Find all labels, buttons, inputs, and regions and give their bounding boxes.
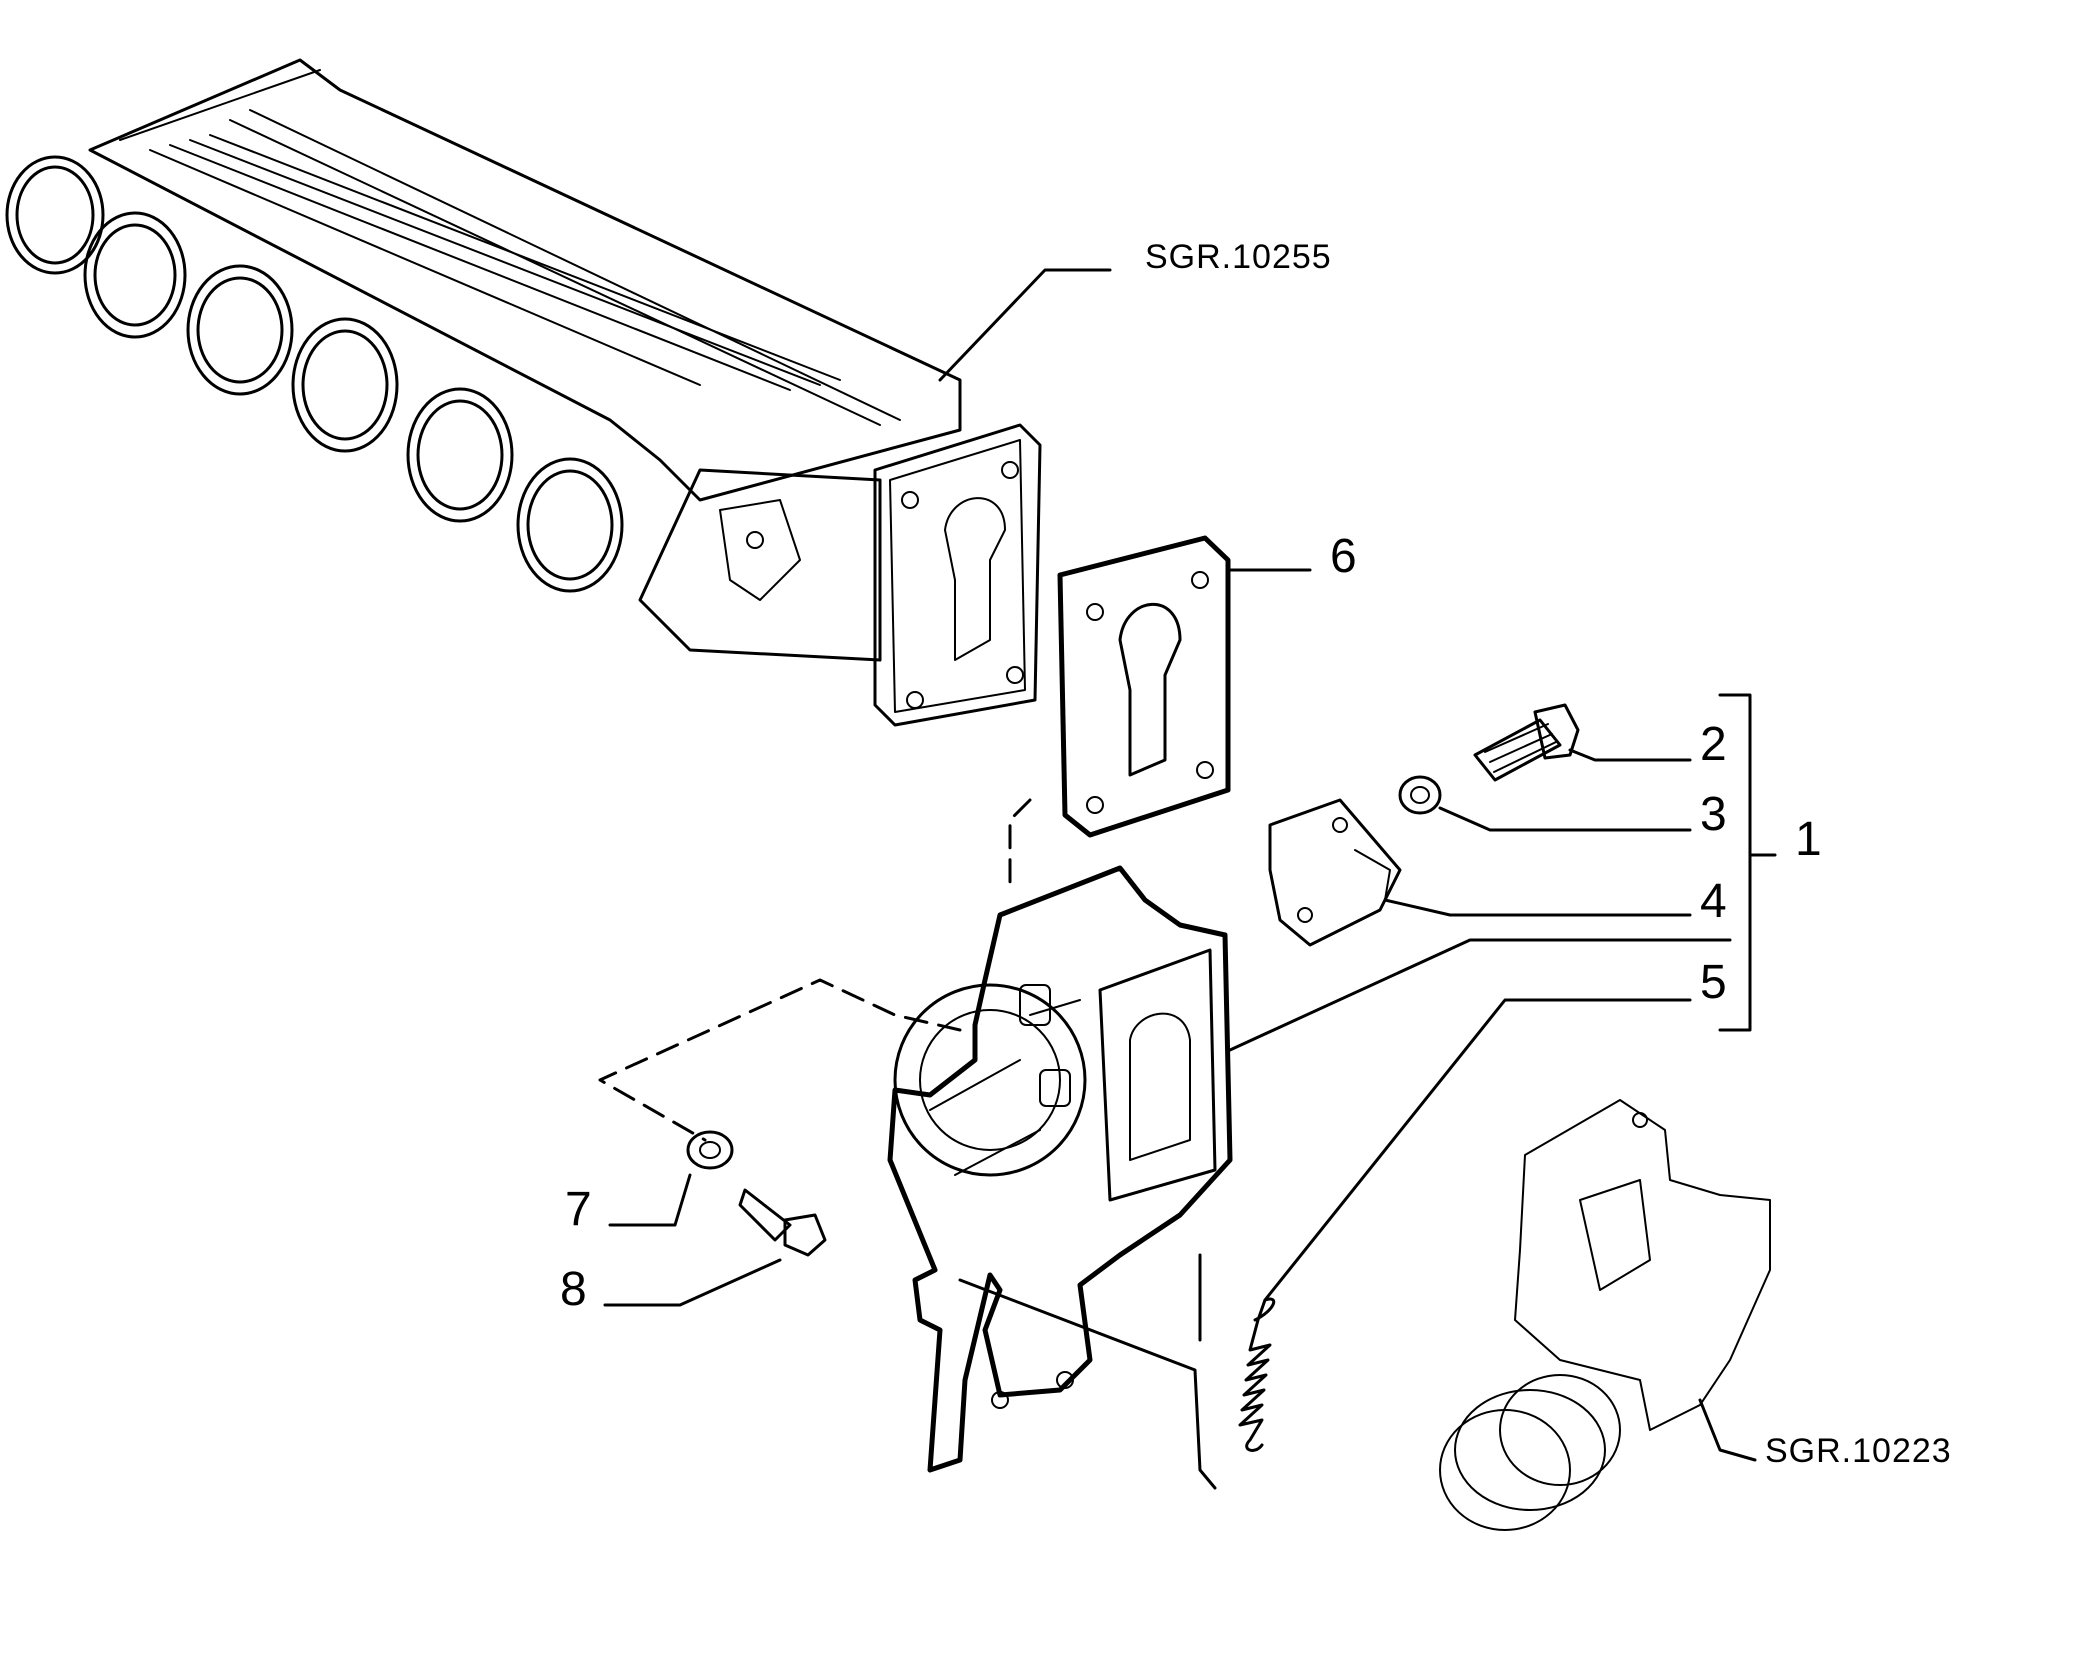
callout-7: 7 [565, 1183, 592, 1236]
callout-6: 6 [1330, 530, 1357, 583]
bolt-8 [738, 1188, 827, 1257]
callout-4: 4 [1700, 875, 1727, 928]
intake-duct-reference-label: SGR.10223 [1765, 1432, 1952, 1470]
callout-3: 3 [1700, 788, 1727, 841]
assembly-lines [598, 798, 1032, 1142]
bolt-2 [1473, 703, 1580, 782]
sensor-4 [1268, 798, 1402, 947]
callout-1: 1 [1795, 813, 1822, 866]
manifold-reference-label: SGR.10255 [1145, 238, 1332, 276]
return-spring [1238, 1297, 1276, 1452]
callout-2: 2 [1700, 718, 1727, 771]
callouts: SGR.10255 SGR.10223 6 2 3 1 4 5 7 8 [560, 238, 1952, 1470]
washer-3 [1398, 775, 1442, 815]
gasket [1057, 535, 1231, 838]
throttle-body [887, 865, 1233, 1473]
callout-8: 8 [560, 1263, 587, 1316]
nut-7 [686, 1130, 734, 1170]
intake-duct [1439, 1099, 1771, 1531]
callout-5: 5 [1700, 956, 1727, 1009]
intake-manifold [5, 58, 1042, 727]
leader-lines [603, 268, 1777, 1490]
